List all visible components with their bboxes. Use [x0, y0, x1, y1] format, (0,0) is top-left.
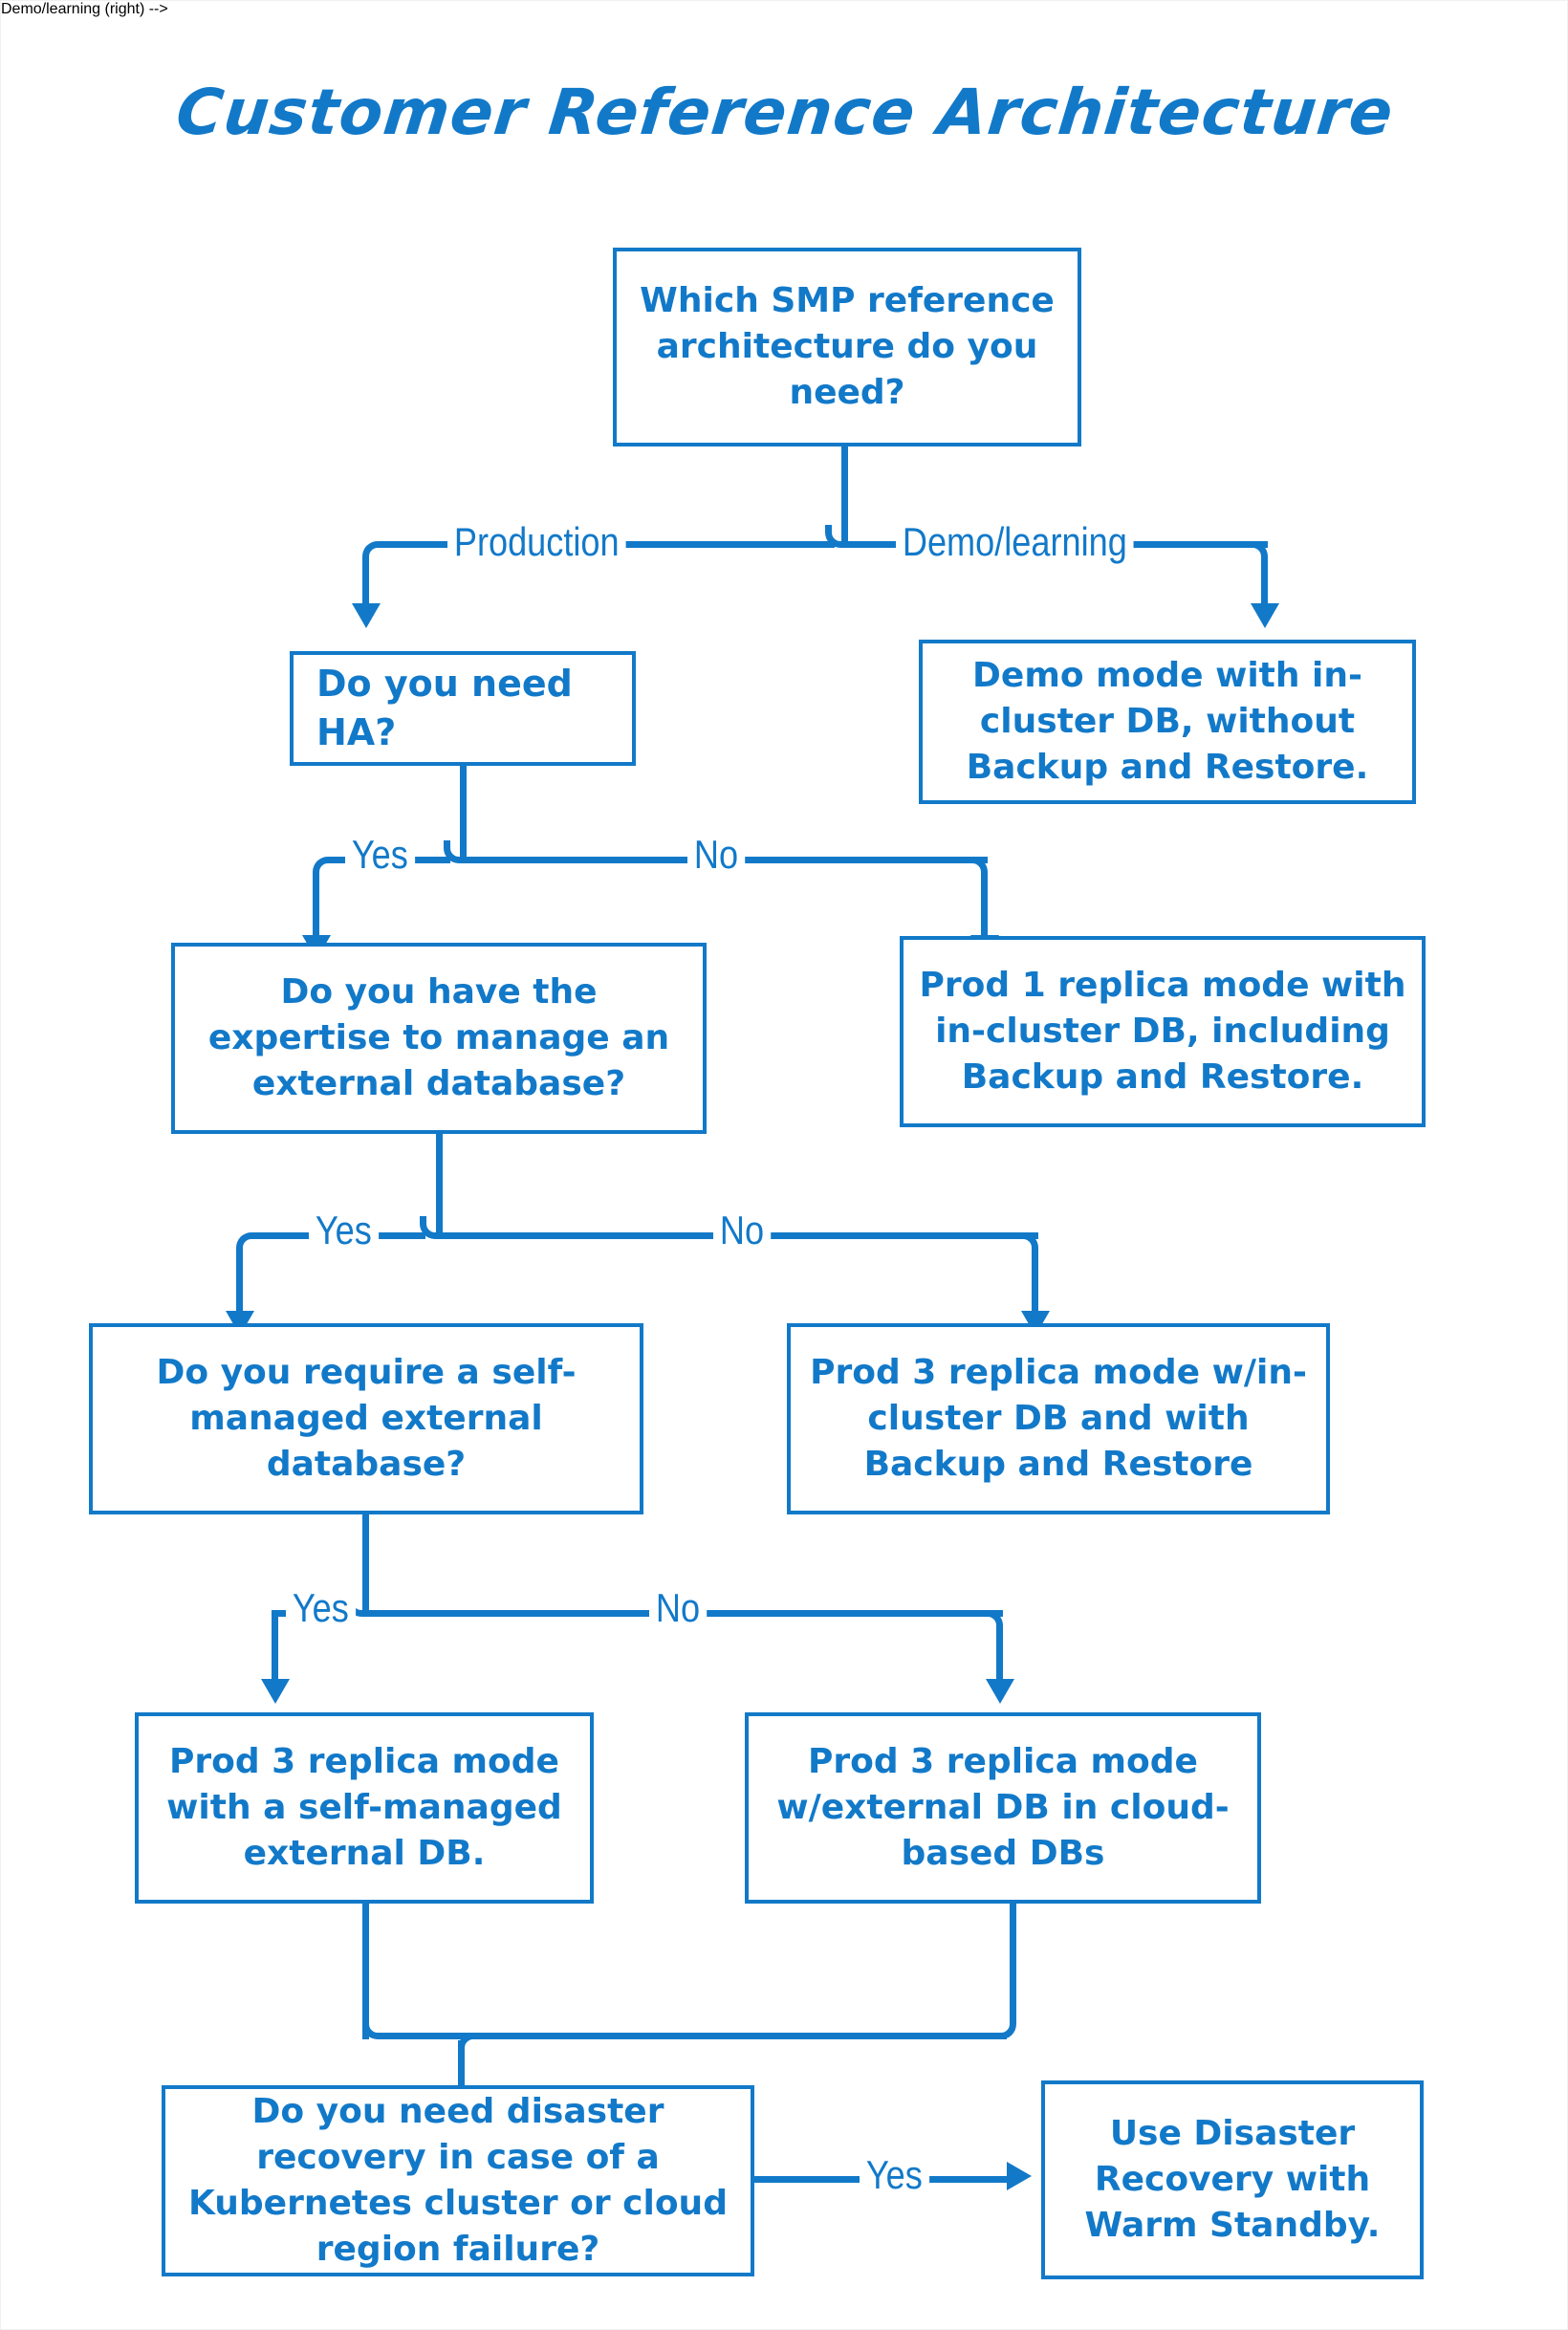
node-prod3-cloud-result[interactable]: Prod 3 replica mode w/external DB in clo…: [745, 1712, 1261, 1904]
node-root-question[interactable]: Which SMP reference architecture do you …: [613, 248, 1081, 446]
arrowhead-selfmanaged-yes: [261, 1679, 290, 1704]
connector-expertise-yes-drop: [236, 1254, 243, 1317]
connector-merge-bar: [378, 2033, 1007, 2039]
node-ha-question[interactable]: Do you need HA?: [290, 651, 636, 766]
node-prod3-incluster-result[interactable]: Prod 3 replica mode w/in-cluster DB and …: [787, 1323, 1330, 1514]
connector-expertise-stem: [436, 1134, 443, 1232]
edge-label-demo-learning: Demo/learning: [896, 522, 1134, 562]
connector-merge-to-dr-drop: [458, 2040, 465, 2100]
arrowhead-demo: [1251, 603, 1279, 628]
connector-expertise-no-drop: [1032, 1254, 1038, 1317]
connector-ha-yes-drop: [313, 879, 319, 942]
connector-merge-left-corner: [362, 2016, 385, 2039]
arrowhead-dr-yes: [1007, 2162, 1032, 2190]
edge-label-selfmanaged-yes: Yes: [286, 1588, 356, 1628]
connector-selfmanaged-no-drop: [996, 1632, 1003, 1685]
connector-ha-yes-corner: [313, 857, 336, 885]
connector-expertise-no-corner: [1015, 1232, 1038, 1261]
node-dr-result[interactable]: Use Disaster Recovery with Warm Standby.: [1041, 2080, 1424, 2279]
edge-label-expertise-yes: Yes: [309, 1210, 379, 1251]
connector-root-to-branchbar-left: [825, 525, 848, 548]
arrowhead-selfmanaged-no: [986, 1679, 1014, 1704]
node-prod1-result[interactable]: Prod 1 replica mode with in-cluster DB, …: [900, 936, 1426, 1127]
connector-production-corner: [362, 541, 385, 570]
connector-prod3-selfmanaged-down: [362, 1904, 369, 2039]
edge-label-production: Production: [447, 522, 626, 562]
node-expertise-question[interactable]: Do you have the expertise to manage an e…: [171, 943, 707, 1134]
connector-selfmanaged-no-corner: [980, 1610, 1003, 1639]
connector-merge-right-corner: [993, 2016, 1016, 2039]
connector-expertise-yes-corner: [236, 1232, 259, 1261]
connector-demo-corner: [1245, 541, 1268, 570]
edge-label-expertise-no: No: [713, 1210, 771, 1251]
node-selfmanaged-question[interactable]: Do you require a self-managed external d…: [89, 1323, 643, 1514]
connector-ha-stem: [460, 766, 467, 857]
connector-selfmanaged-yes-drop: [272, 1610, 278, 1685]
node-dr-question[interactable]: Do you need disaster recovery in case of…: [162, 2085, 754, 2276]
arrowhead-production: [352, 603, 381, 628]
connector-ha-no-drop: [981, 879, 988, 942]
page-title: Customer Reference Architecture: [172, 76, 1398, 149]
connector-ha-branch-corner: [444, 840, 467, 863]
node-prod3-selfmanaged-result[interactable]: Prod 3 replica mode with a self-managed …: [135, 1712, 594, 1904]
node-demo-result[interactable]: Demo mode with in-cluster DB, without Ba…: [919, 640, 1416, 804]
connector-prod3-cloud-down: [1010, 1904, 1016, 2023]
connector-ha-no-corner: [965, 857, 988, 885]
connector-expertise-branch-corner: [420, 1216, 443, 1239]
edge-label-ha-no: No: [687, 835, 745, 875]
edge-label-selfmanaged-no: No: [649, 1588, 707, 1628]
connector-selfmanaged-stem: [362, 1514, 369, 1610]
connector-production-drop: [362, 563, 369, 611]
edge-label-ha-yes: Yes: [345, 835, 415, 875]
edge-label-dr-yes: Yes: [860, 2155, 929, 2195]
connector-demo-drop: [1261, 563, 1268, 611]
connector-root-stem: [841, 446, 848, 541]
